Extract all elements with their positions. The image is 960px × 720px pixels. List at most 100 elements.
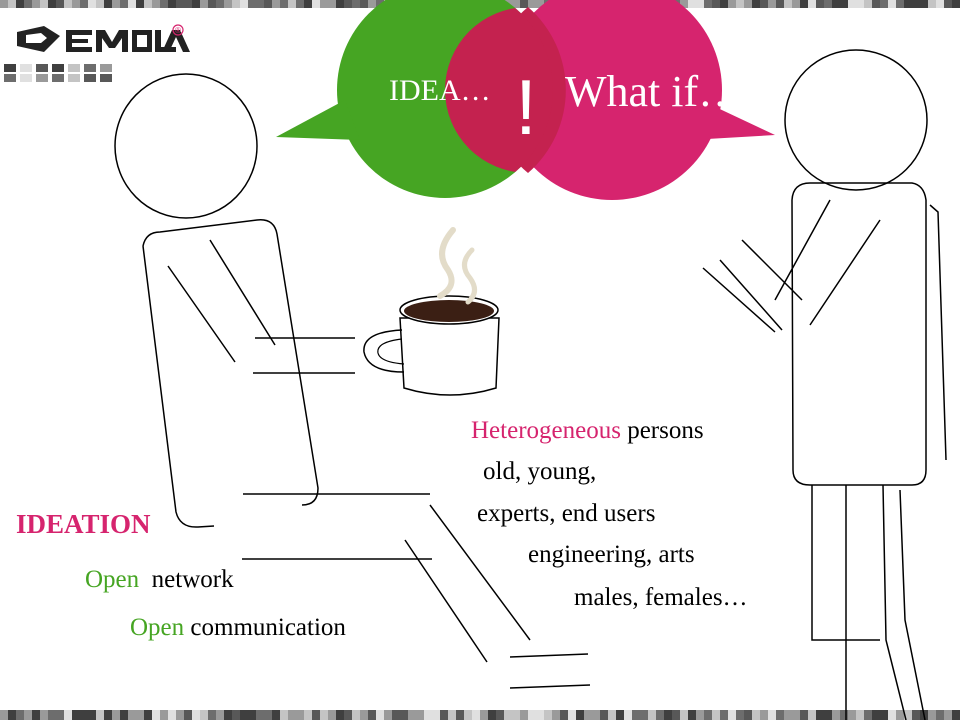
border-tile bbox=[232, 0, 240, 8]
border-tile bbox=[392, 710, 400, 720]
border-tile bbox=[312, 710, 320, 720]
border-tile bbox=[320, 0, 328, 8]
border-tile bbox=[688, 710, 696, 720]
border-tile bbox=[4, 64, 16, 72]
border-tile bbox=[184, 0, 192, 8]
border-tile bbox=[760, 710, 768, 720]
persons-line-3: engineering, arts bbox=[528, 541, 695, 569]
border-tile bbox=[888, 0, 896, 8]
border-tile bbox=[648, 710, 656, 720]
border-tile bbox=[104, 710, 112, 720]
border-tile bbox=[32, 710, 40, 720]
border-tile bbox=[4, 74, 16, 82]
border-tile bbox=[784, 710, 792, 720]
border-tile bbox=[568, 710, 576, 720]
border-tile bbox=[176, 0, 184, 8]
border-tile bbox=[616, 710, 624, 720]
border-tile bbox=[808, 0, 816, 8]
border-tile bbox=[920, 0, 928, 8]
border-tile bbox=[672, 710, 680, 720]
border-tile bbox=[216, 0, 224, 8]
open-communication-highlight: Open bbox=[130, 614, 184, 641]
border-tile bbox=[936, 0, 944, 8]
coffee-mug bbox=[364, 230, 499, 395]
border-tile bbox=[16, 710, 24, 720]
ideation-heading: IDEATION bbox=[16, 509, 151, 540]
open-network-rest: network bbox=[152, 566, 234, 593]
border-tile bbox=[536, 710, 544, 720]
border-tile bbox=[336, 710, 344, 720]
border-tile bbox=[576, 710, 584, 720]
border-tile bbox=[800, 0, 808, 8]
border-tile bbox=[416, 710, 424, 720]
border-tile bbox=[376, 710, 384, 720]
border-tile bbox=[808, 710, 816, 720]
border-tile bbox=[280, 0, 288, 8]
border-tile bbox=[208, 0, 216, 8]
border-tile bbox=[144, 0, 152, 8]
border-tile bbox=[136, 0, 144, 8]
border-tile bbox=[288, 710, 296, 720]
border-tile bbox=[872, 0, 880, 8]
border-tile bbox=[120, 710, 128, 720]
border-tile bbox=[200, 710, 208, 720]
persons-line-4: males, females… bbox=[574, 584, 748, 612]
border-tile bbox=[656, 710, 664, 720]
border-tile bbox=[48, 710, 56, 720]
border-tile bbox=[544, 710, 552, 720]
border-tile bbox=[840, 710, 848, 720]
border-tile bbox=[896, 710, 904, 720]
border-tile bbox=[504, 710, 512, 720]
border-tile bbox=[456, 710, 464, 720]
border-tile bbox=[36, 74, 48, 82]
border-tile bbox=[36, 64, 48, 72]
border-tile bbox=[328, 710, 336, 720]
border-tile bbox=[280, 710, 288, 720]
border-tile bbox=[712, 0, 720, 8]
demola-logo: ® bbox=[17, 25, 190, 52]
border-tile bbox=[208, 710, 216, 720]
border-tile bbox=[112, 710, 120, 720]
border-tile bbox=[904, 0, 912, 8]
border-tile bbox=[720, 710, 728, 720]
border-tile bbox=[192, 710, 200, 720]
border-tile bbox=[264, 0, 272, 8]
border-tile bbox=[952, 0, 960, 8]
border-tile bbox=[408, 710, 416, 720]
border-tile bbox=[80, 710, 88, 720]
open-network-line: Open network bbox=[85, 566, 234, 594]
border-tile bbox=[736, 0, 744, 8]
border-tile bbox=[936, 710, 944, 720]
border-tile bbox=[352, 0, 360, 8]
border-tile bbox=[72, 710, 80, 720]
border-tile bbox=[640, 710, 648, 720]
border-tile bbox=[776, 0, 784, 8]
border-tile bbox=[368, 0, 376, 8]
persons-heading: Heterogeneous persons bbox=[471, 417, 704, 445]
border-tile bbox=[96, 710, 104, 720]
persons-line-1: old, young, bbox=[483, 458, 596, 486]
border-tile bbox=[248, 710, 256, 720]
open-network-highlight: Open bbox=[85, 566, 139, 593]
border-tile bbox=[384, 710, 392, 720]
border-tile bbox=[0, 710, 8, 720]
border-tile bbox=[224, 0, 232, 8]
border-tile bbox=[144, 710, 152, 720]
whatif-bubble-text: What if… bbox=[565, 66, 742, 117]
border-tile bbox=[248, 0, 256, 8]
border-tile bbox=[704, 0, 712, 8]
border-tile bbox=[0, 0, 8, 8]
border-tile bbox=[912, 710, 920, 720]
border-tile bbox=[752, 0, 760, 8]
border-tile bbox=[344, 710, 352, 720]
border-tile bbox=[744, 710, 752, 720]
border-tile bbox=[288, 0, 296, 8]
border-tile bbox=[760, 0, 768, 8]
border-tile bbox=[68, 64, 80, 72]
border-tile bbox=[592, 710, 600, 720]
border-tile bbox=[184, 710, 192, 720]
border-tile bbox=[296, 0, 304, 8]
border-tile bbox=[120, 0, 128, 8]
border-tile bbox=[608, 710, 616, 720]
